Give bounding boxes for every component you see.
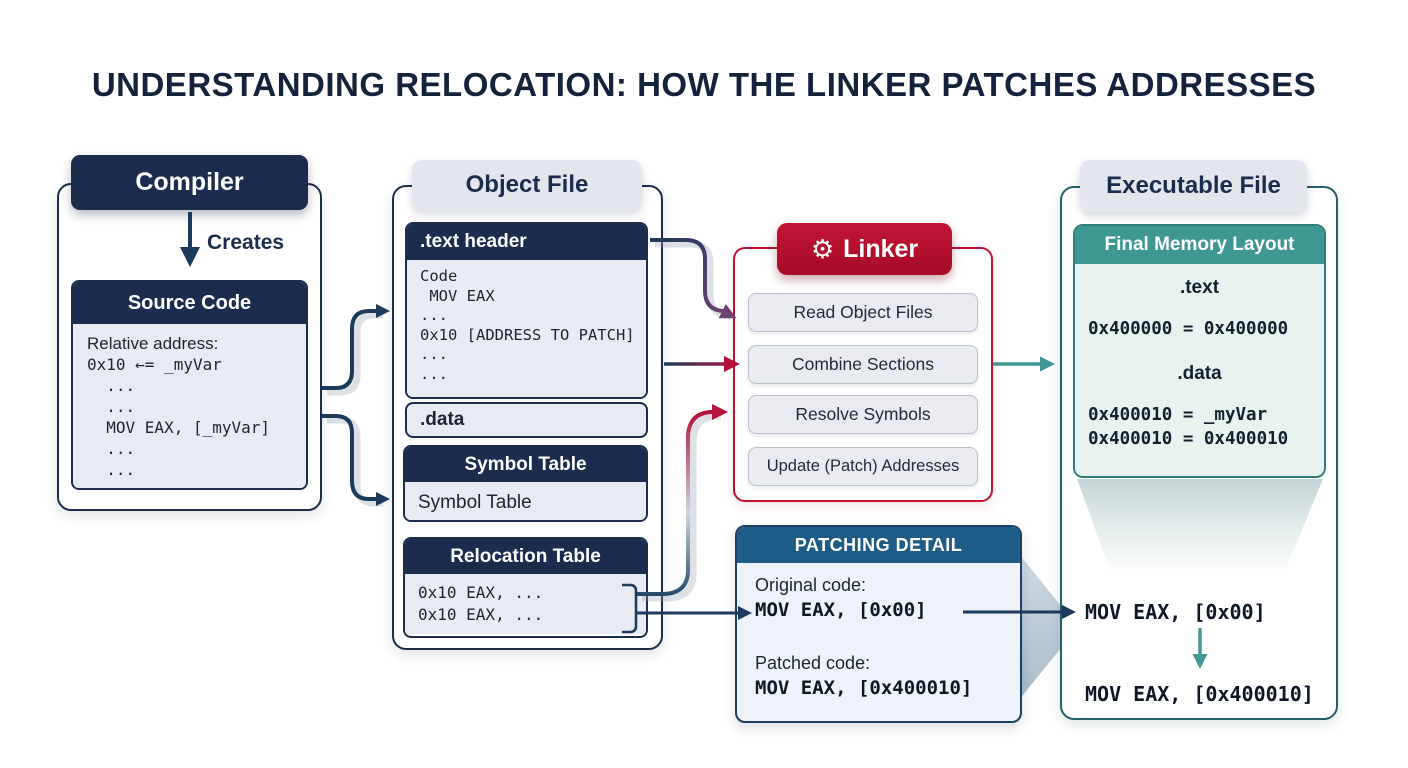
compiler-header: Compiler: [71, 155, 308, 210]
text-section-box: .text header Code MOV EAX ... 0x10 [ADDR…: [405, 222, 648, 399]
symbol-table-body: Symbol Table: [405, 482, 646, 520]
patched-code-label: Patched code:: [755, 653, 871, 673]
linker-step-update-patch-addresses: Update (Patch) Addresses: [748, 447, 978, 486]
patching-detail-header: PATCHING DETAIL: [737, 527, 1020, 563]
source-to-text-arrow: [322, 304, 390, 390]
relocation-table-body: 0x10 EAX, ... 0x10 EAX, ...: [405, 574, 646, 634]
relocation-row: 0x10 EAX, ...: [418, 605, 544, 624]
page-title: UNDERSTANDING RELOCATION: HOW THE LINKER…: [91, 66, 1317, 103]
source-to-symbol-arrow: [322, 414, 390, 506]
final-memory-layout-header: Final Memory Layout: [1075, 226, 1324, 264]
text-section-line: Code: [420, 267, 458, 285]
data-mapping: 0x400010 = _myVar: [1088, 405, 1268, 425]
source-code-box: Source Code Relative address: 0x10 ←= _m…: [71, 280, 308, 490]
symbol-table-box: Symbol Table Symbol Table: [403, 445, 648, 522]
source-code-line: MOV EAX, [_myVar]: [87, 418, 271, 437]
object-file-title: Object File: [412, 160, 642, 210]
text-section-body: Code MOV EAX ... 0x10 [ADDRESS TO PATCH]…: [407, 260, 646, 397]
text-section-line: ...: [420, 364, 448, 383]
source-code-header: Source Code: [73, 282, 306, 324]
patching-detail-box: PATCHING DETAIL Original code: MOV EAX, …: [735, 525, 1022, 723]
patched-code-value: MOV EAX, [0x400010]: [755, 677, 973, 699]
text-section-line: ...: [420, 306, 448, 324]
text-section-header: .text header: [407, 224, 646, 260]
relocation-table-header: Relocation Table: [405, 539, 646, 574]
source-code-line: ...: [87, 439, 136, 458]
linker-step-combine-sections: Combine Sections: [748, 345, 978, 384]
gear-icon: ⚙: [810, 234, 835, 264]
creates-label: Creates: [207, 231, 285, 254]
executable-file-title: Executable File: [1080, 160, 1307, 212]
spacer: [755, 623, 1002, 651]
memory-funnel-shape: [1077, 479, 1323, 574]
linker-title: Linker: [843, 234, 919, 263]
text-mapping: 0x400000 = 0x400000: [1088, 319, 1289, 339]
data-section-box: .data: [405, 402, 648, 438]
executable-original-code: MOV EAX, [0x00]: [1085, 600, 1266, 624]
source-code-line: 0x10 ←= _myVar: [87, 355, 222, 374]
source-code-line: ...: [87, 397, 136, 416]
original-code-label: Original code:: [755, 575, 867, 595]
relocation-row: 0x10 EAX, ...: [418, 583, 544, 602]
text-section-line: ...: [420, 345, 448, 363]
shadow-curve: [327, 416, 383, 507]
executable-patched-code: MOV EAX, [0x400010]: [1085, 682, 1314, 706]
final-memory-layout-body: .text 0x400000 = 0x400000 .data 0x400010…: [1075, 264, 1324, 476]
symbol-table-header: Symbol Table: [405, 447, 646, 482]
shadow-curve: [327, 311, 383, 396]
data-section-label: .data: [1177, 363, 1222, 384]
shadow-curve: [655, 240, 732, 320]
linker-header: ⚙ Linker: [777, 223, 952, 275]
original-code-value: MOV EAX, [0x00]: [755, 599, 927, 621]
source-code-line: ...: [87, 376, 136, 395]
linker-step-read-object-files: Read Object Files: [748, 293, 978, 332]
source-code-line: ...: [87, 460, 136, 479]
source-code-line: Relative address:: [87, 334, 219, 353]
source-code-body: Relative address: 0x10 ←= _myVar ... ...…: [73, 324, 306, 488]
text-section-line: 0x10 [ADDRESS TO PATCH]: [420, 325, 635, 344]
final-memory-layout-box: Final Memory Layout .text 0x400000 = 0x4…: [1073, 224, 1326, 478]
text-section-line: MOV EAX: [420, 286, 495, 305]
linker-step-resolve-symbols: Resolve Symbols: [748, 395, 978, 434]
text-section-label: .text: [1179, 277, 1220, 298]
relocation-table-box: Relocation Table 0x10 EAX, ... 0x10 EAX,…: [403, 537, 648, 638]
patching-detail-body: Original code: MOV EAX, [0x00] Patched c…: [737, 563, 1020, 711]
data-mapping: 0x400010 = 0x400010: [1088, 429, 1289, 449]
